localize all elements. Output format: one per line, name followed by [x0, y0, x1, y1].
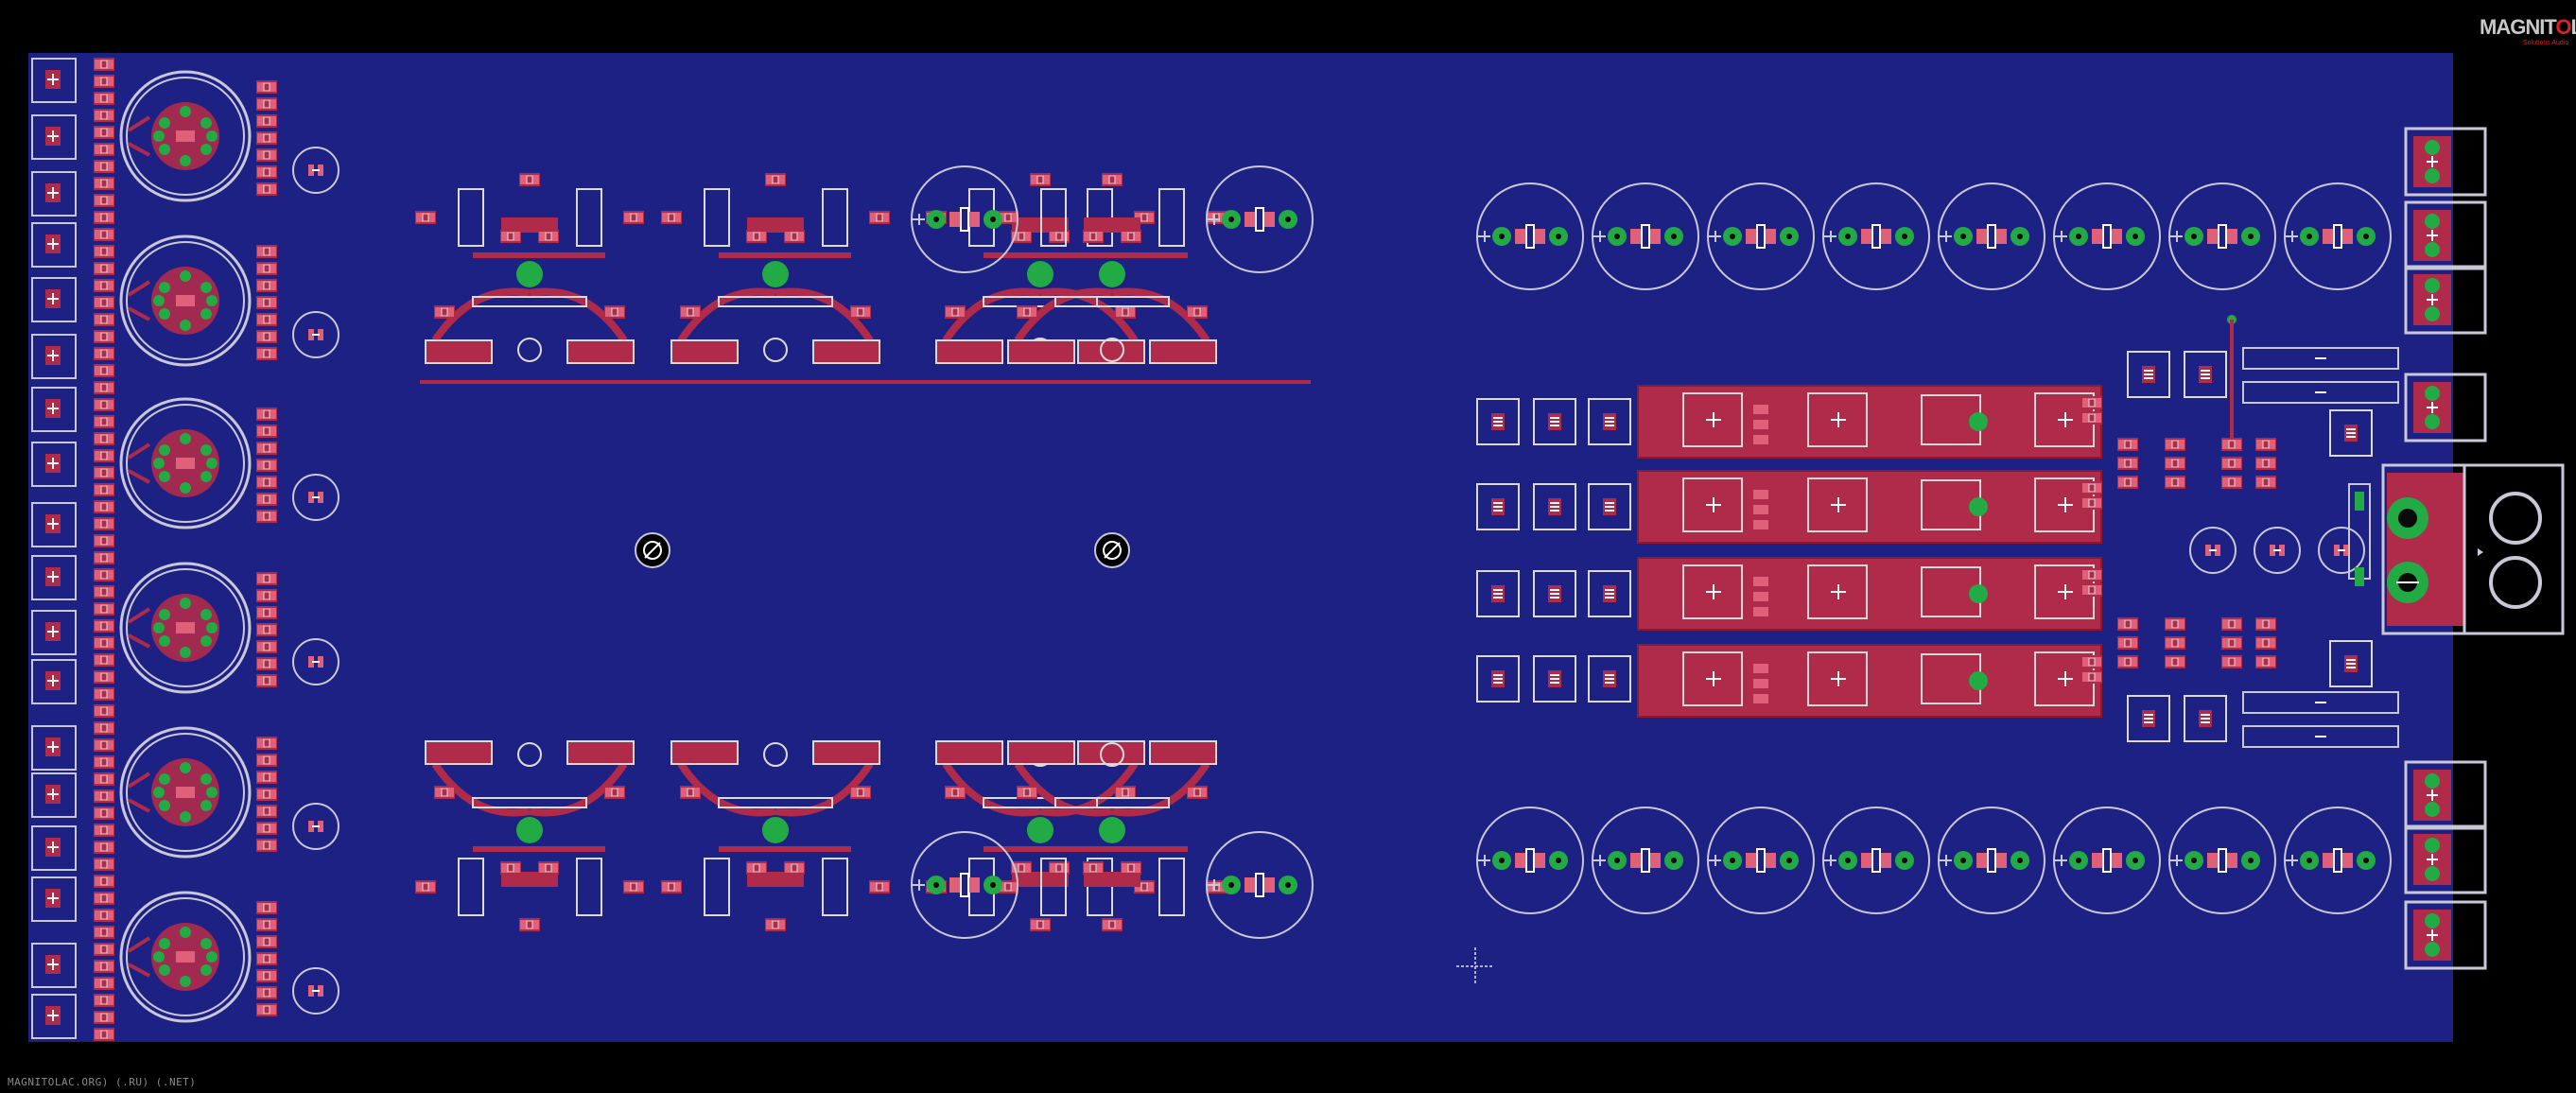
brand-name-part2: LA — [2571, 15, 2576, 39]
pcb-board — [28, 53, 2453, 1042]
output-connector — [2381, 463, 2565, 635]
brand-name-part1: MAGNIT — [2480, 15, 2556, 39]
brand-name-accent: O — [2555, 15, 2571, 39]
mounting-hole-icon — [635, 532, 670, 568]
brand-subtitle: Solutions Audio — [2523, 40, 2569, 46]
footer-credits: MAGNITOLAC.ORG) (.RU) (.NET) — [8, 1076, 197, 1088]
brand-logo: MAGNITOLA — [2480, 17, 2576, 38]
crosshair-cursor-icon — [1456, 947, 1494, 985]
driver-section — [2127, 315, 2399, 748]
mounting-hole-icon — [1094, 532, 1130, 568]
